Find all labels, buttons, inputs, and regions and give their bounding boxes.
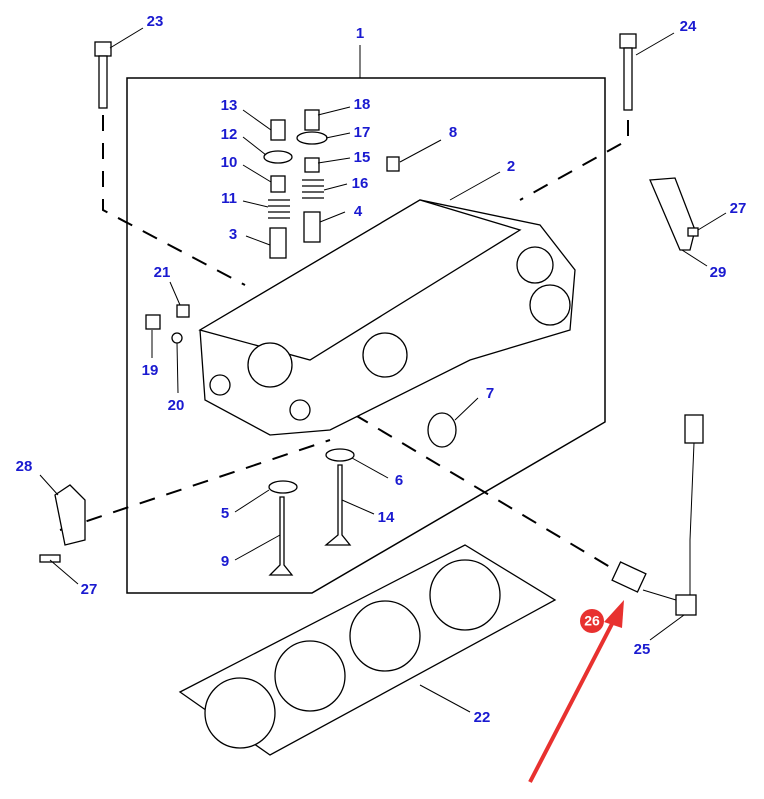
bracket-29: [649, 177, 699, 251]
callout-9: 9: [221, 553, 229, 570]
callout-14: 14: [378, 509, 395, 526]
callout-21: 21: [154, 264, 171, 281]
callout-2: 2: [507, 158, 515, 175]
alignment-lines: [59, 115, 629, 571]
callout-28: 28: [16, 458, 33, 475]
highlight-arrow: [528, 600, 624, 783]
wiring-harness-25: [642, 414, 704, 616]
callout-15: 15: [354, 149, 371, 166]
callout-13: 13: [221, 97, 238, 114]
callout-25: 25: [634, 641, 651, 658]
head-gasket-22: [178, 544, 557, 756]
leader-lines: [39, 27, 727, 713]
callout-16: 16: [352, 175, 369, 192]
callout-19: 19: [142, 362, 159, 379]
valve-components: [145, 109, 457, 576]
callout-4: 4: [354, 203, 363, 220]
callout-labels: 1 2 3 4 5 6 7 8 9 10 11 12 13 14 15 16 1…: [16, 13, 747, 726]
callout-7: 7: [486, 385, 494, 402]
bracket-28: [39, 484, 86, 563]
callout-6: 6: [395, 472, 403, 489]
callout-27-right: 27: [730, 200, 747, 217]
callout-17: 17: [354, 124, 371, 141]
callout-26: 26: [584, 613, 600, 629]
callout-8: 8: [449, 124, 457, 141]
temperature-sensor-26: [611, 561, 647, 593]
callout-1: 1: [356, 25, 364, 42]
cylinder-head: [198, 199, 576, 436]
callout-11: 11: [221, 190, 237, 207]
callout-12: 12: [221, 126, 238, 143]
callout-20: 20: [168, 397, 185, 414]
callout-10: 10: [221, 154, 238, 171]
bolt-24: [619, 33, 637, 111]
callout-29: 29: [710, 264, 727, 281]
bolt-23: [94, 41, 112, 109]
callout-26-highlight: 26: [580, 609, 604, 633]
callout-18: 18: [354, 96, 371, 113]
callout-3: 3: [229, 226, 237, 243]
highlight-badge: [580, 609, 604, 633]
callout-24: 24: [680, 18, 697, 35]
callout-22: 22: [474, 709, 491, 726]
callout-23: 23: [147, 13, 164, 30]
callout-5: 5: [221, 505, 229, 522]
callout-27-left: 27: [81, 581, 98, 598]
